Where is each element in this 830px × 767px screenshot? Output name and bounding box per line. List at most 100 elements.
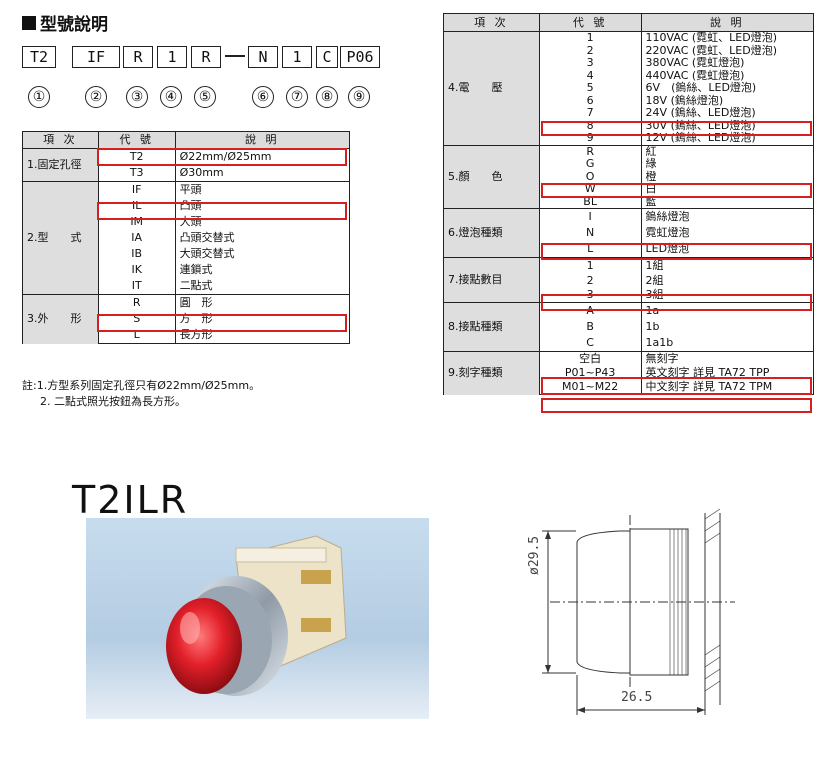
table-row: 9.刻字種類 空白 無刻字: [443, 351, 815, 395]
desc-cell: 圓 形: [174, 294, 351, 311]
code-cell: IB: [97, 246, 176, 262]
desc-cell: 凸頭交替式: [174, 230, 351, 246]
desc-cell: 12V (鎢絲、LED燈泡): [640, 131, 815, 146]
desc-cell: 英文刻字 詳見 TA72 TPP: [640, 366, 815, 380]
diameter-label: ø29.5: [527, 535, 542, 575]
code-cell: C: [538, 335, 642, 352]
desc-cell: 綠: [640, 157, 815, 171]
code-cell: W: [538, 182, 642, 196]
desc-cell: 方 形: [174, 311, 351, 327]
code-cell: IA: [97, 230, 176, 246]
position-number-7: ⑦: [286, 86, 308, 108]
code-cell: 5: [538, 81, 642, 95]
desc-cell: 6V (鎢絲、LED燈泡): [640, 81, 815, 95]
table-row: IA 凸頭交替式: [23, 230, 351, 246]
table-header-row: 項 次 代 號 說 明: [22, 131, 351, 149]
table-header-row: 項 次 代 號 說 明: [443, 13, 815, 32]
code-cell: L: [538, 241, 642, 258]
position-number-1: ①: [28, 86, 50, 108]
table-row: IK 連鎖式: [23, 262, 351, 278]
table-row: T3 Ø30mm: [23, 165, 351, 182]
table-row: IB 大頭交替式: [23, 246, 351, 262]
model-name: T2ILR: [72, 478, 189, 522]
header-desc: 說 明: [640, 13, 815, 32]
code-box-4: 1: [157, 46, 187, 68]
category-cell: 9.刻字種類: [443, 351, 540, 395]
desc-cell: 中文刻字 詳見 TA72 TPM: [640, 380, 815, 395]
code-cell: 空白: [538, 351, 642, 366]
code-cell: P01~P43: [538, 366, 642, 380]
code-cell: 1: [538, 31, 642, 45]
code-box-5: R: [191, 46, 221, 68]
table-row: 2.型 式 IF 平頭: [22, 181, 351, 295]
table-row: 4.電 壓 1 110VAC (霓虹、LED燈泡): [443, 31, 815, 145]
desc-cell: 紅: [640, 144, 815, 158]
desc-cell: 霓虹燈泡: [640, 225, 815, 241]
code-box-6: N: [248, 46, 278, 68]
desc-cell: LED燈泡: [640, 241, 815, 258]
category-cell: 6.燈泡種類: [443, 208, 540, 258]
table-row: 6.燈泡種類 I 鎢絲燈泡: [443, 208, 815, 258]
desc-cell: 無刻字: [640, 351, 815, 366]
position-number-3: ③: [126, 86, 148, 108]
desc-cell: 440VAC (霓虹燈泡): [640, 69, 815, 82]
model-code-diagram: T2 IF R 1 R N 1 C P06: [22, 46, 382, 68]
table-row: 8.接點種類 A 1a: [443, 302, 815, 352]
left-spec-table: 項 次 代 號 說 明 1.固定孔徑 T2 Ø22mm/Ø25mm T3 Ø30…: [22, 131, 351, 344]
code-cell: 2: [538, 274, 642, 288]
position-number-4: ④: [160, 86, 182, 108]
header-item: 項 次: [22, 131, 99, 149]
desc-cell: 1a: [640, 302, 815, 319]
code-box-3: R: [123, 46, 153, 68]
code-cell: 9: [538, 131, 642, 146]
desc-cell: 24V (鎢絲、LED燈泡): [640, 106, 815, 120]
code-cell: 3: [538, 288, 642, 303]
length-label: 26.5: [621, 690, 653, 705]
category-cell: 7.接點數目: [443, 257, 540, 303]
highlight-no-engraving: [541, 398, 812, 413]
desc-cell: 長方形: [174, 327, 351, 344]
position-number-9: ⑨: [348, 86, 370, 108]
desc-cell: 2組: [640, 274, 815, 288]
header-desc: 說 明: [174, 131, 351, 149]
desc-cell: 平頭: [174, 181, 351, 198]
code-cell: 1: [538, 257, 642, 274]
footnote-1: 註:1.方型系列固定孔徑只有Ø22mm/Ø25mm。: [22, 379, 261, 392]
footnote-2: 2. 二點式照光按鈕為長方形。: [40, 395, 186, 408]
section-title-text: 型號說明: [40, 15, 108, 35]
desc-cell: 橙: [640, 170, 815, 183]
code-cell: N: [538, 225, 642, 241]
code-cell: T2: [97, 148, 176, 165]
code-cell: T3: [97, 165, 176, 182]
code-cell: IM: [97, 214, 176, 230]
code-cell: G: [538, 157, 642, 171]
code-cell: A: [538, 302, 642, 319]
code-box-9: P06: [340, 46, 380, 68]
desc-cell: 1a1b: [640, 335, 815, 352]
product-photo: [86, 518, 429, 719]
category-cell: 3.外 形: [22, 294, 99, 344]
desc-cell: 220VAC (霓虹、LED燈泡): [640, 44, 815, 57]
header-code: 代 號: [97, 131, 176, 149]
code-cell: S: [97, 311, 176, 327]
code-cell: IL: [97, 198, 176, 214]
header-code: 代 號: [538, 13, 642, 32]
desc-cell: 大頭交替式: [174, 246, 351, 262]
desc-cell: 3組: [640, 288, 815, 303]
desc-cell: 二點式: [174, 278, 351, 295]
category-cell: 2.型 式: [22, 181, 99, 295]
desc-cell: 18V (鎢絲燈泡): [640, 94, 815, 107]
position-number-8: ⑧: [316, 86, 338, 108]
dimension-drawing: [542, 508, 735, 715]
